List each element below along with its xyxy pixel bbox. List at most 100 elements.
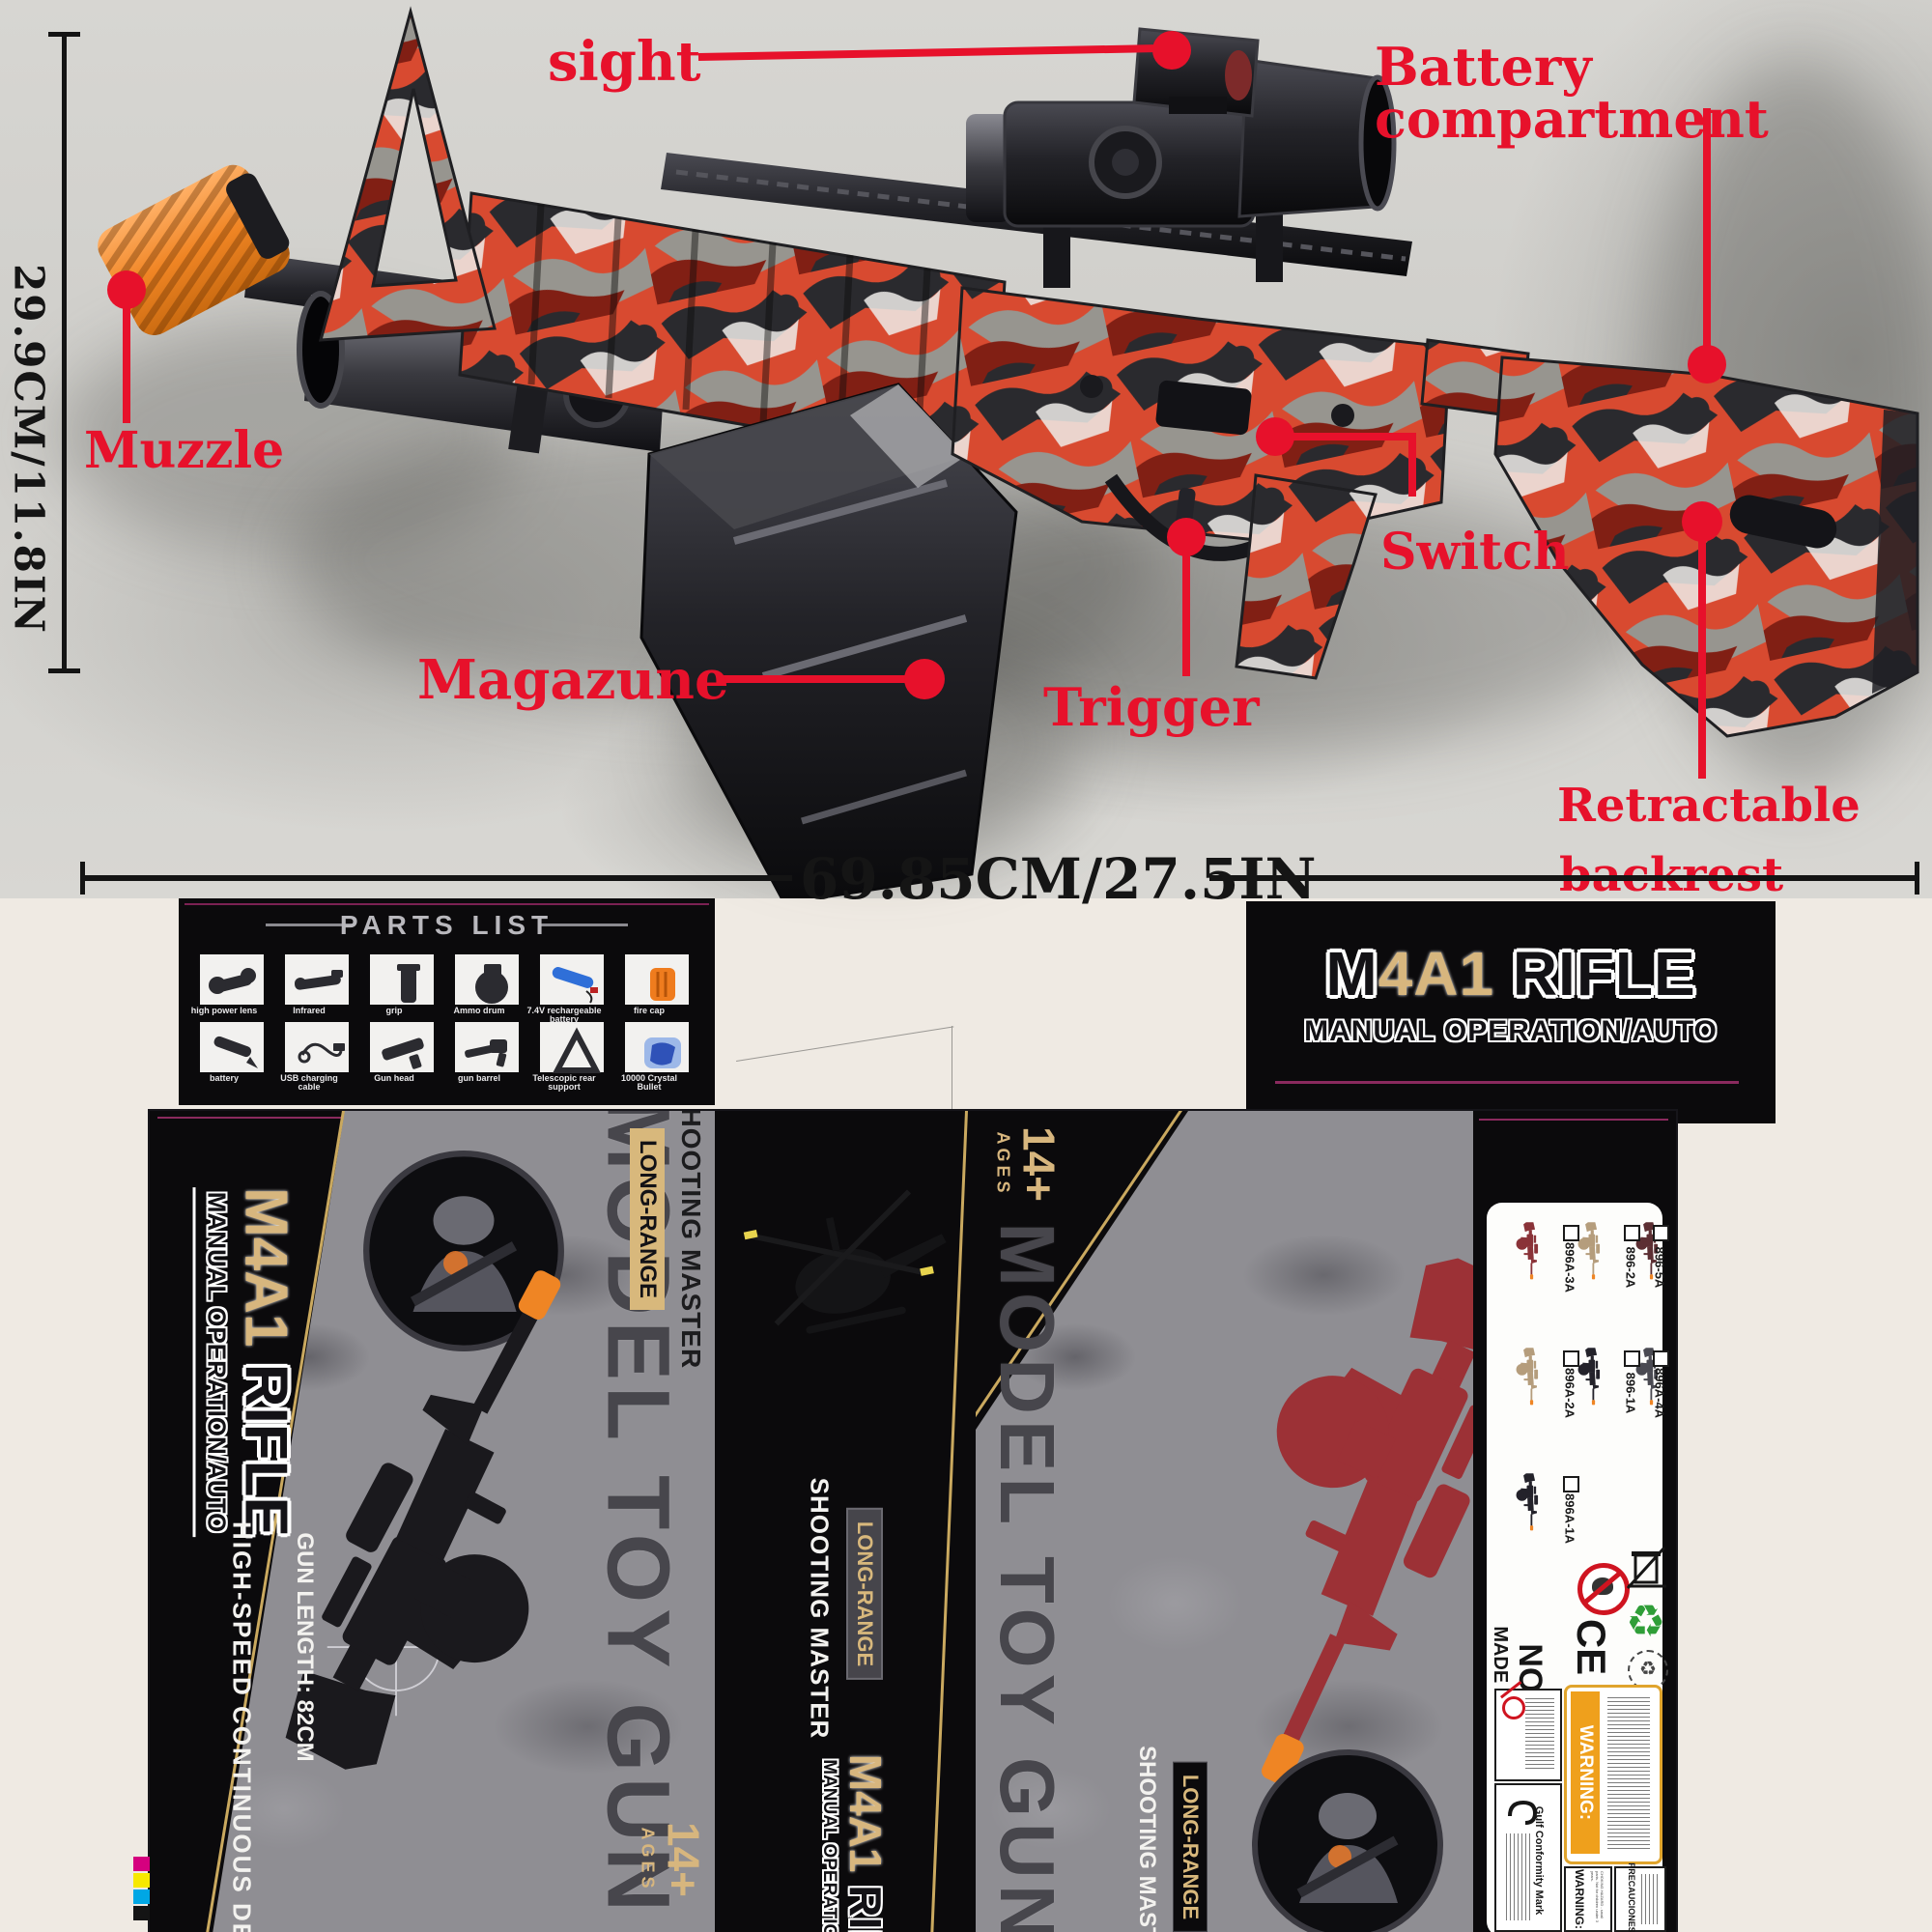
part-gun-barrel bbox=[465, 1039, 507, 1067]
shadow bbox=[676, 628, 1082, 860]
variant-checkbox bbox=[1624, 1350, 1640, 1367]
shadow bbox=[1642, 58, 1932, 792]
part-high-power-lens bbox=[209, 968, 256, 994]
variant-checkbox bbox=[1653, 1225, 1669, 1241]
logo-4a1: 4A1 bbox=[1378, 939, 1495, 1009]
box-right-face: 14+ AGES GUN LENGTH: 82CM HIGH-SPEED CON… bbox=[976, 1111, 1473, 1932]
height-cap-top bbox=[48, 32, 80, 37]
age-badge: 14+ AGES bbox=[993, 1125, 1065, 1203]
package-box: MODEL TOY GUN M4A1 RIFLE MANUAL OPERATIO… bbox=[148, 1109, 1678, 1932]
stock bbox=[1493, 355, 1919, 738]
part-caption: battery bbox=[209, 1073, 239, 1083]
variant-label: 896-5A bbox=[1652, 1246, 1667, 1289]
part-fire-cap bbox=[650, 968, 675, 1001]
length-line-right bbox=[1209, 875, 1918, 881]
variant-label: 896-1A bbox=[1623, 1372, 1638, 1414]
arabic-warning-box bbox=[1494, 1680, 1562, 1781]
gulf-conformity-box: Gulf Conformity Mark bbox=[1494, 1783, 1562, 1932]
parts-grid bbox=[200, 954, 689, 1073]
gulf-label: Gulf Conformity Mark bbox=[1533, 1805, 1545, 1916]
fold-line bbox=[736, 1026, 954, 1062]
precauciones-box: PRECAUCIONES: bbox=[1614, 1862, 1666, 1932]
shadow bbox=[869, 483, 1642, 753]
variant-checkbox bbox=[1563, 1225, 1579, 1241]
toy-rifle-photo bbox=[98, 6, 1919, 898]
part-caption: fire cap bbox=[633, 1006, 665, 1015]
logo-m: M bbox=[1325, 939, 1378, 1009]
variant-checkbox bbox=[1563, 1350, 1579, 1367]
choking-text: CHOKING HAZARD - small parts. Not for ch… bbox=[1590, 1871, 1605, 1922]
title-line-left bbox=[266, 923, 355, 926]
butt-pad bbox=[1872, 410, 1918, 694]
warning-title: WARNING: bbox=[1573, 1869, 1586, 1929]
box-middle-face: SHOOTING MASTER LONG-RANGE M4A1 RIFLE MA… bbox=[715, 1111, 976, 1932]
print-color-bar bbox=[133, 1873, 150, 1888]
shooting-master: SHOOTING MASTER bbox=[676, 1111, 706, 1370]
variant-label: 896A-3A bbox=[1562, 1241, 1577, 1293]
magazine bbox=[639, 383, 1018, 898]
box-left-face: MODEL TOY GUN M4A1 RIFLE MANUAL OPERATIO… bbox=[150, 1111, 715, 1932]
helicopter-art bbox=[715, 1111, 976, 1435]
part-caption: grip bbox=[385, 1006, 403, 1015]
logo-sub: MANUAL OPERATION/AUTO bbox=[1304, 1015, 1718, 1047]
variant-gun-thumb bbox=[1496, 1473, 1554, 1531]
print-color-bar bbox=[133, 1889, 150, 1904]
barrel bbox=[244, 253, 488, 332]
gulf-mark-icon bbox=[1508, 1800, 1537, 1825]
part-battery-stick bbox=[213, 1036, 258, 1068]
part-telescopic-rear-support bbox=[553, 1027, 601, 1073]
gun-length-text: GUN LENGTH: 82CM bbox=[292, 1532, 318, 1762]
part-caption: USB charging cable bbox=[280, 1073, 338, 1093]
part-caption: 10000 Crystal Bullet bbox=[620, 1073, 678, 1093]
print-color-bar bbox=[133, 1906, 150, 1920]
label-muzzle: Muzzle bbox=[84, 421, 285, 480]
part-caption: Infrared bbox=[293, 1006, 326, 1015]
part-gun-head bbox=[382, 1037, 424, 1069]
long-range-badge: LONG-RANGE bbox=[630, 1128, 665, 1310]
variant-label: 896A-1A bbox=[1562, 1492, 1577, 1545]
green-dot-recycle-icon: ♻ bbox=[1626, 1596, 1666, 1646]
variant-checkbox bbox=[1624, 1225, 1640, 1241]
crossed-trash-bin-icon bbox=[1626, 1546, 1666, 1590]
shadow bbox=[58, 319, 522, 551]
height-cap-bottom bbox=[48, 668, 80, 673]
part-battery-7v4 bbox=[552, 967, 598, 1004]
variant-label: 896-2A bbox=[1623, 1246, 1638, 1289]
handguard bbox=[458, 191, 1007, 470]
print-color-bar bbox=[133, 1857, 150, 1871]
part-crystal-bullet bbox=[644, 1037, 681, 1068]
muzzle-tip bbox=[98, 164, 290, 336]
warning-title: WARNING: bbox=[1576, 1724, 1596, 1821]
precauciones-title: PRECAUCIONES: bbox=[1627, 1862, 1636, 1932]
receiver bbox=[951, 286, 1451, 543]
part-caption: Telescopic rear support bbox=[532, 1073, 596, 1093]
label-magazine: Magazune bbox=[417, 648, 729, 712]
long-range-badge: LONG-RANGE bbox=[1173, 1761, 1208, 1932]
handguard-ribs bbox=[527, 204, 931, 447]
part-caption: Gun head bbox=[374, 1073, 414, 1083]
part-infrared bbox=[295, 970, 343, 990]
ejection-port bbox=[1155, 380, 1252, 436]
length-line-left bbox=[82, 875, 792, 881]
age-badge: 14+ AGES bbox=[638, 1821, 709, 1898]
warning-box-orange: WARNING: bbox=[1564, 1685, 1662, 1864]
label-trigger: Trigger bbox=[1043, 676, 1260, 738]
label-sight: sight bbox=[548, 30, 701, 94]
part-grip bbox=[397, 964, 420, 1003]
logo-m4a1-rifle: M4A1 RIFLE bbox=[1246, 938, 1776, 1009]
scope bbox=[966, 58, 1397, 288]
variant-label: 896A-4A bbox=[1652, 1367, 1667, 1419]
logo-panel: M4A1 RIFLE MANUAL OPERATION/AUTO bbox=[1246, 901, 1776, 1123]
shadow bbox=[290, 415, 1159, 705]
variant-gun-thumb bbox=[1496, 1222, 1554, 1280]
buffer-tube bbox=[1420, 338, 1530, 419]
height-dimension-line bbox=[62, 34, 67, 671]
logo-rifle: RIFLE bbox=[1512, 939, 1696, 1009]
label-switch: Switch bbox=[1380, 523, 1570, 582]
shooting-master: SHOOTING MASTER bbox=[805, 1477, 835, 1740]
length-dimension-text: 69.85CM/27.5IN bbox=[800, 846, 1317, 912]
stock-slot bbox=[1729, 495, 1837, 549]
callout-lines bbox=[107, 31, 1726, 779]
red-dot-sight bbox=[1132, 27, 1260, 118]
